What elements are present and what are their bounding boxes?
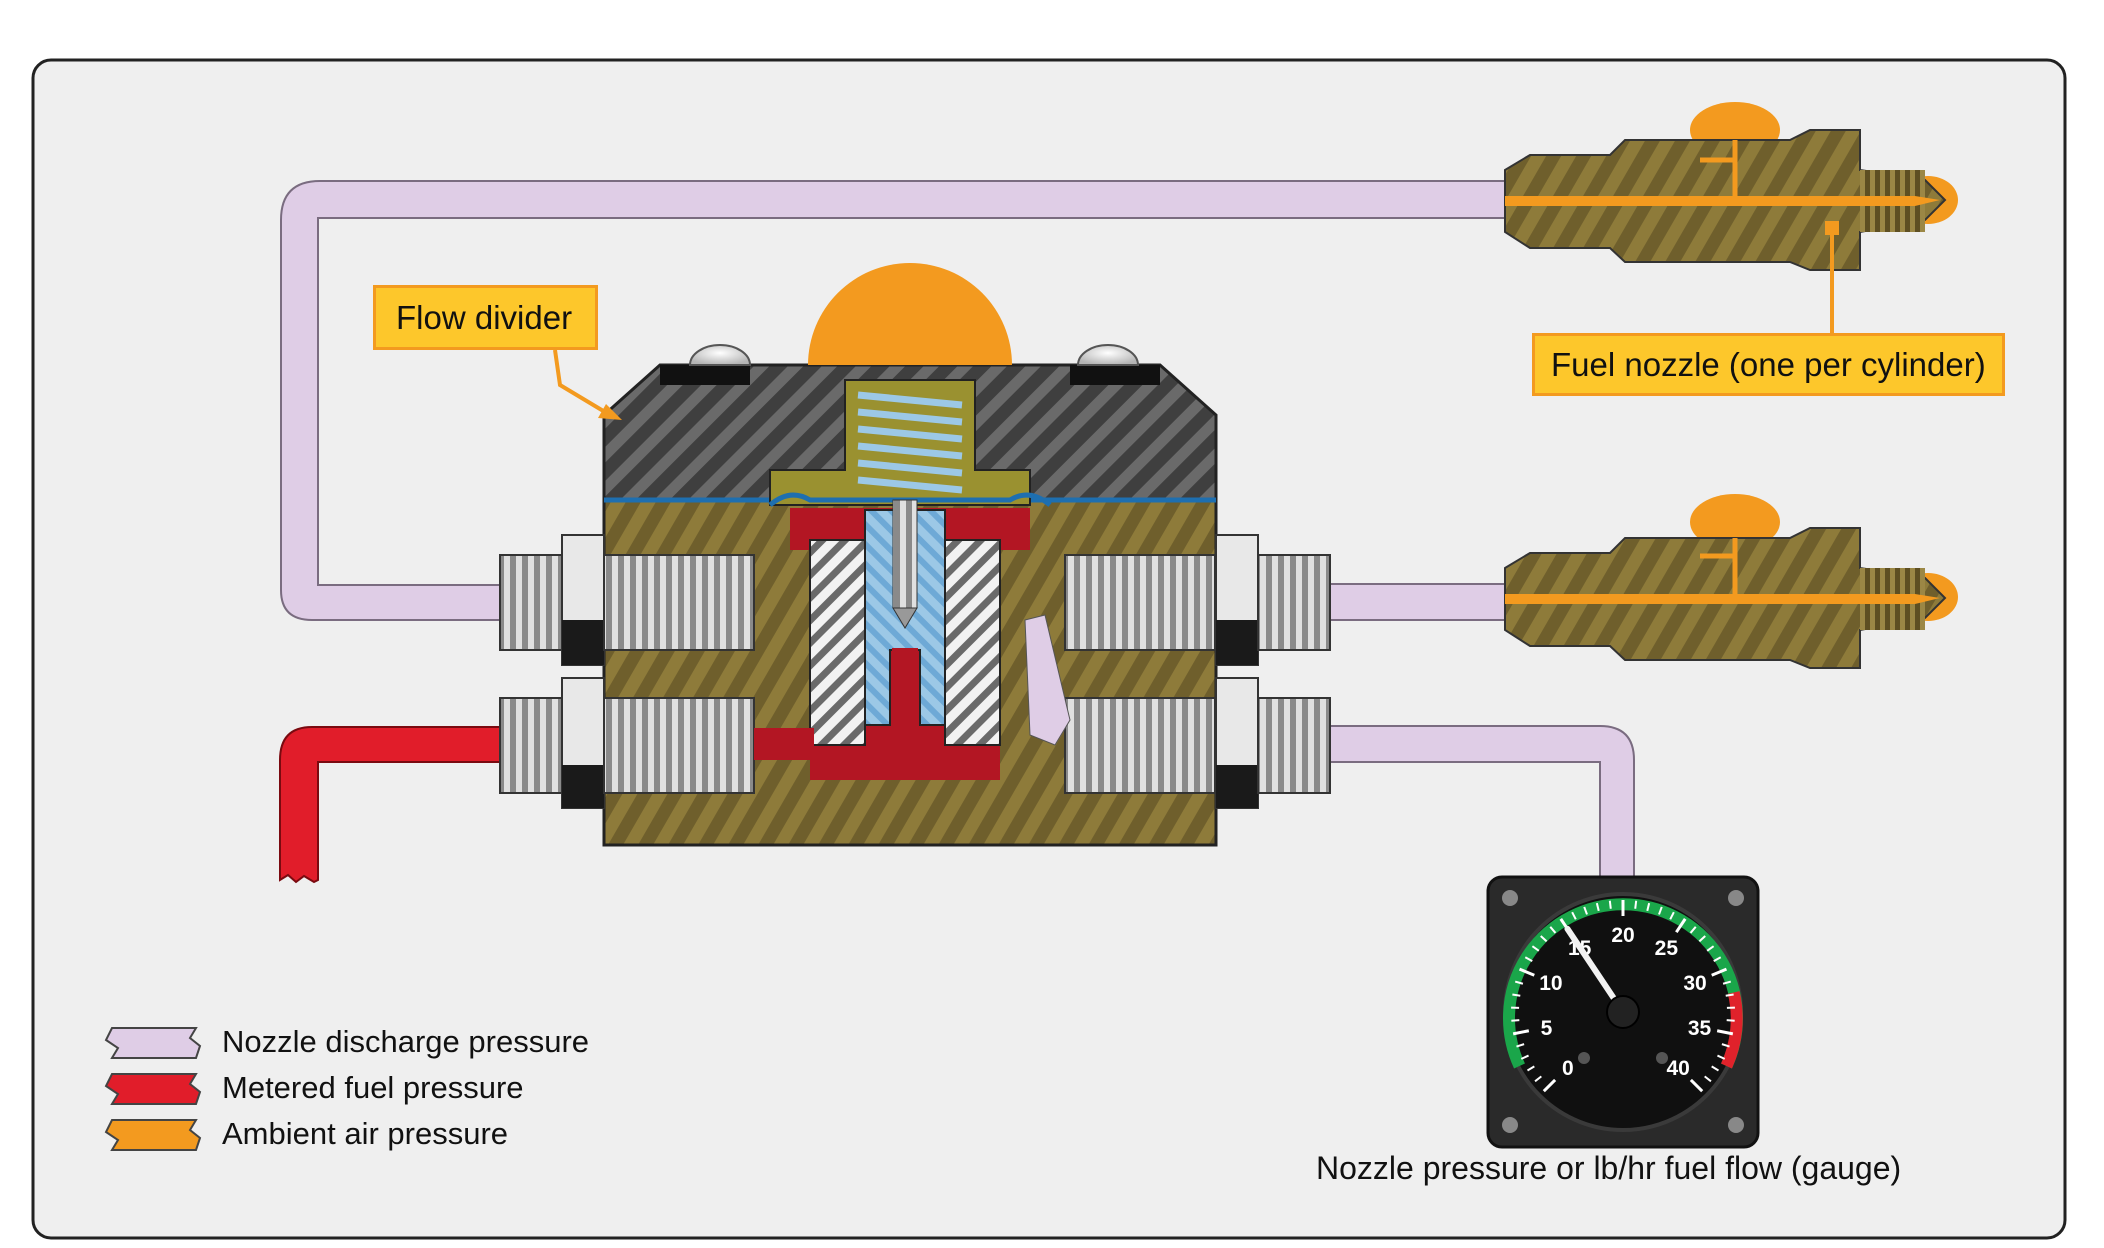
fitting-upper-left	[499, 534, 755, 666]
gauge-tick-label: 40	[1666, 1057, 1689, 1080]
gauge-caption: Nozzle pressure or lb/hr fuel flow (gaug…	[1316, 1150, 1902, 1186]
gauge-tick-label: 10	[1539, 972, 1562, 995]
gauge-tick	[1518, 967, 1535, 977]
gauge-tick	[1706, 945, 1715, 952]
gauge-tick	[1511, 1019, 1520, 1022]
cap-screws	[660, 344, 1160, 385]
fuel-flow-gauge: 0510152025303540	[1486, 875, 1760, 1149]
gauge-tick	[1669, 911, 1675, 920]
gauge-tick-label: 25	[1655, 937, 1679, 960]
legend-swatches	[104, 1027, 202, 1151]
gauge-tick	[1716, 1029, 1734, 1036]
fuel-nozzle-upper	[1504, 102, 1958, 271]
gauge-tick	[1726, 1019, 1735, 1022]
fuel-nozzle-lower	[1504, 494, 1958, 669]
fitting-lower-right	[1064, 677, 1331, 809]
gauge-tick	[1689, 926, 1697, 934]
gauge-tick	[1704, 1075, 1712, 1083]
gauge-tick	[1512, 993, 1521, 997]
valve-guide-right	[944, 539, 1001, 746]
legend-label-ambient-air: Ambient air pressure	[222, 1116, 509, 1151]
lower-nozzle-line	[1329, 583, 1511, 621]
gauge-tick	[1531, 945, 1540, 952]
gauge-tick	[1722, 980, 1732, 985]
fitting-upper-right	[1064, 534, 1331, 666]
gauge-tick	[1675, 918, 1687, 934]
gauge-tick	[1583, 906, 1588, 915]
legend-label-nozzle-discharge: Nozzle discharge pressure	[222, 1024, 590, 1059]
gauge-tick	[1634, 900, 1638, 909]
legend-swatch-metered-fuel	[104, 1073, 202, 1105]
gauge-tick-label: 35	[1688, 1017, 1712, 1040]
leader-lines	[553, 228, 1834, 417]
fuel-nozzle-callout: Fuel nozzle (one per cylinder)	[1532, 333, 2005, 396]
gauge-tick	[1711, 967, 1728, 977]
gauge-tick	[1512, 1029, 1530, 1036]
gauge-tick-label: 5	[1541, 1017, 1553, 1040]
gauge-tap-passage	[1024, 614, 1071, 746]
gauge-tick	[1571, 911, 1577, 920]
ambient-air-dome	[808, 263, 1012, 365]
gauge-tick	[1698, 935, 1706, 943]
metered-fuel-line	[279, 726, 501, 884]
gauge-tick	[1658, 906, 1663, 915]
legend-swatch-ambient-air	[104, 1119, 202, 1151]
gauge-tick	[1514, 980, 1524, 985]
gauge-tick	[1646, 902, 1651, 912]
gauge-tick-label: 20	[1611, 924, 1634, 947]
spring-chamber	[769, 379, 1031, 506]
gauge-tick	[1721, 1043, 1730, 1048]
gauge-tick	[1725, 993, 1734, 997]
flow-divider-callout: Flow divider	[373, 285, 598, 350]
gauge-tick	[1516, 1043, 1525, 1048]
gauge-tick	[1542, 1078, 1557, 1093]
gauge-tick	[1689, 1078, 1704, 1093]
gauge-tick	[1534, 1075, 1542, 1083]
flow-divider-arrow-icon	[598, 404, 622, 420]
spring-icon	[857, 391, 963, 494]
gauge-tick-label: 30	[1683, 972, 1706, 995]
metered-inlet-passage	[754, 728, 814, 760]
valve-guide-left	[809, 539, 866, 746]
legend-swatch-nozzle-discharge	[104, 1027, 202, 1059]
gauge-tick	[1711, 1065, 1720, 1072]
gauge-line	[1329, 725, 1635, 881]
legend-label-metered-fuel: Metered fuel pressure	[222, 1070, 524, 1105]
valve-stem	[892, 499, 918, 609]
gauge-tick	[1608, 900, 1612, 909]
fitting-lower-left	[499, 677, 755, 809]
gauge-tick	[1520, 1054, 1529, 1060]
gauge-tick	[1540, 935, 1548, 943]
gauge-tick-label: 0	[1562, 1057, 1574, 1080]
gauge-tick	[1524, 956, 1533, 963]
gauge-tick	[1717, 1054, 1726, 1060]
gauge-tick	[1595, 902, 1600, 912]
gauge-tick	[1549, 926, 1557, 934]
gauge-tick	[1526, 1065, 1535, 1072]
gauge-tick	[1713, 956, 1722, 963]
